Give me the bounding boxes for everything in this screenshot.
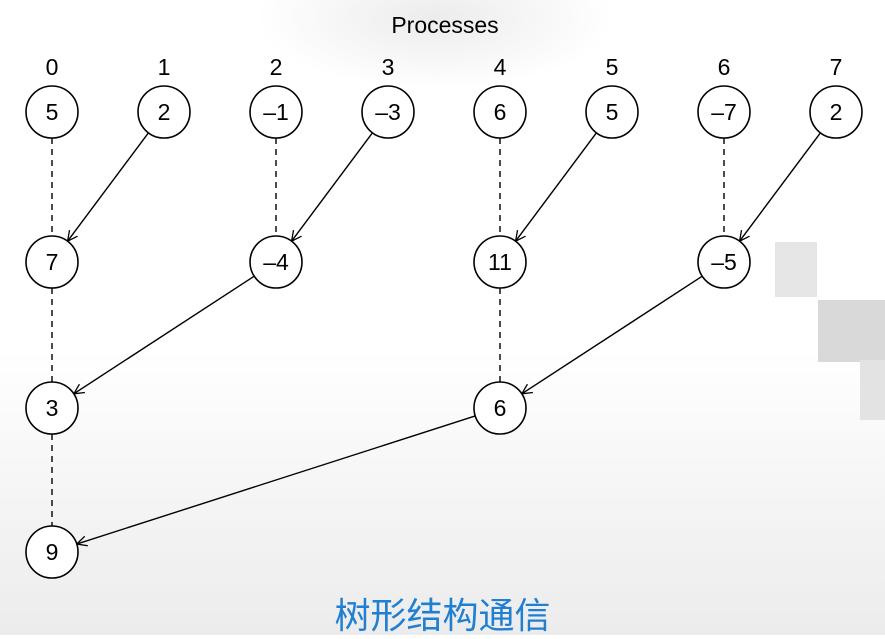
node-circle [809,85,863,139]
edge-arrow [292,132,374,241]
edge-arrow [74,275,255,394]
tree-node: 2 [137,85,191,139]
process-labels: 0 1 2 3 4 5 6 7 [46,54,843,80]
node-circle [361,85,415,139]
node-value: 5 [606,99,619,125]
tree-node: –7 [697,85,751,139]
node-value: 5 [46,99,59,125]
node-value: –5 [711,249,737,275]
edge-arrow [68,132,150,241]
node-value: 7 [46,249,59,275]
node-circle [25,525,79,579]
node-circle [697,235,751,289]
node-circle [473,381,527,435]
node-value: –3 [375,99,401,125]
tree-node: –3 [361,85,415,139]
edge-arrow [516,132,598,241]
node-value: 2 [158,99,171,125]
node-value: –4 [263,249,289,275]
tree-node: 6 [473,85,527,139]
process-label-3: 3 [382,54,395,80]
edge-arrow [522,275,703,394]
node-value: –7 [711,99,737,125]
process-label-4: 4 [494,54,507,80]
tree-node: 9 [25,525,79,579]
tree-node: 3 [25,381,79,435]
nodes: 5 2 –1 –3 6 5 –7 2 7 –4 11 –5 3 6 9 [25,85,863,579]
slide-caption: 树形结构通信 [334,596,551,637]
node-value: 3 [46,395,59,421]
node-circle [473,235,527,289]
node-circle [249,85,303,139]
node-circle [697,85,751,139]
node-value: 11 [488,249,512,275]
node-circle [585,85,639,139]
node-circle [25,85,79,139]
node-value: 9 [46,539,59,565]
tree-node: 5 [25,85,79,139]
node-value: –1 [263,99,289,125]
tree-node: –1 [249,85,303,139]
node-value: 6 [494,395,507,421]
process-label-1: 1 [158,54,171,80]
process-label-5: 5 [606,54,619,80]
edge-arrow [77,415,476,544]
node-circle [137,85,191,139]
node-circle [25,235,79,289]
process-label-6: 6 [718,54,731,80]
process-label-2: 2 [270,54,283,80]
edge-arrow [740,132,822,241]
node-circle [249,235,303,289]
node-value: 2 [830,99,843,125]
process-label-0: 0 [46,54,59,80]
tree-node: –4 [249,235,303,289]
tree-node: –5 [697,235,751,289]
node-value: 6 [494,99,507,125]
edges [51,132,822,544]
tree-node: 6 [473,381,527,435]
tree-node: 5 [585,85,639,139]
process-label-7: 7 [830,54,843,80]
tree-node: 2 [809,85,863,139]
tree-node: 11 [473,235,527,289]
node-circle [25,381,79,435]
decor-square [775,242,817,297]
decor-square [818,300,885,362]
watermark-map-shape [255,0,615,90]
tree-node: 7 [25,235,79,289]
decor-square [860,360,885,420]
diagram-title: Processes [391,12,498,38]
node-circle [473,85,527,139]
